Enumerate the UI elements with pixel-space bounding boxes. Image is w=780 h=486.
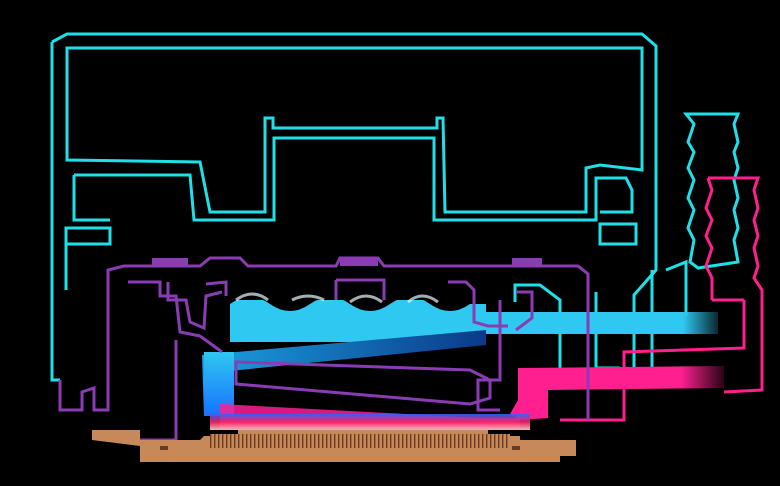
copper-base [92, 430, 576, 462]
inlet-barb-fitting [665, 112, 741, 316]
microfin-array [210, 434, 510, 448]
outer-housing [50, 32, 662, 382]
hot-coolant-channel [210, 366, 724, 430]
outlet-barb-fitting [560, 176, 764, 422]
cold-coolant-channel [202, 292, 718, 416]
